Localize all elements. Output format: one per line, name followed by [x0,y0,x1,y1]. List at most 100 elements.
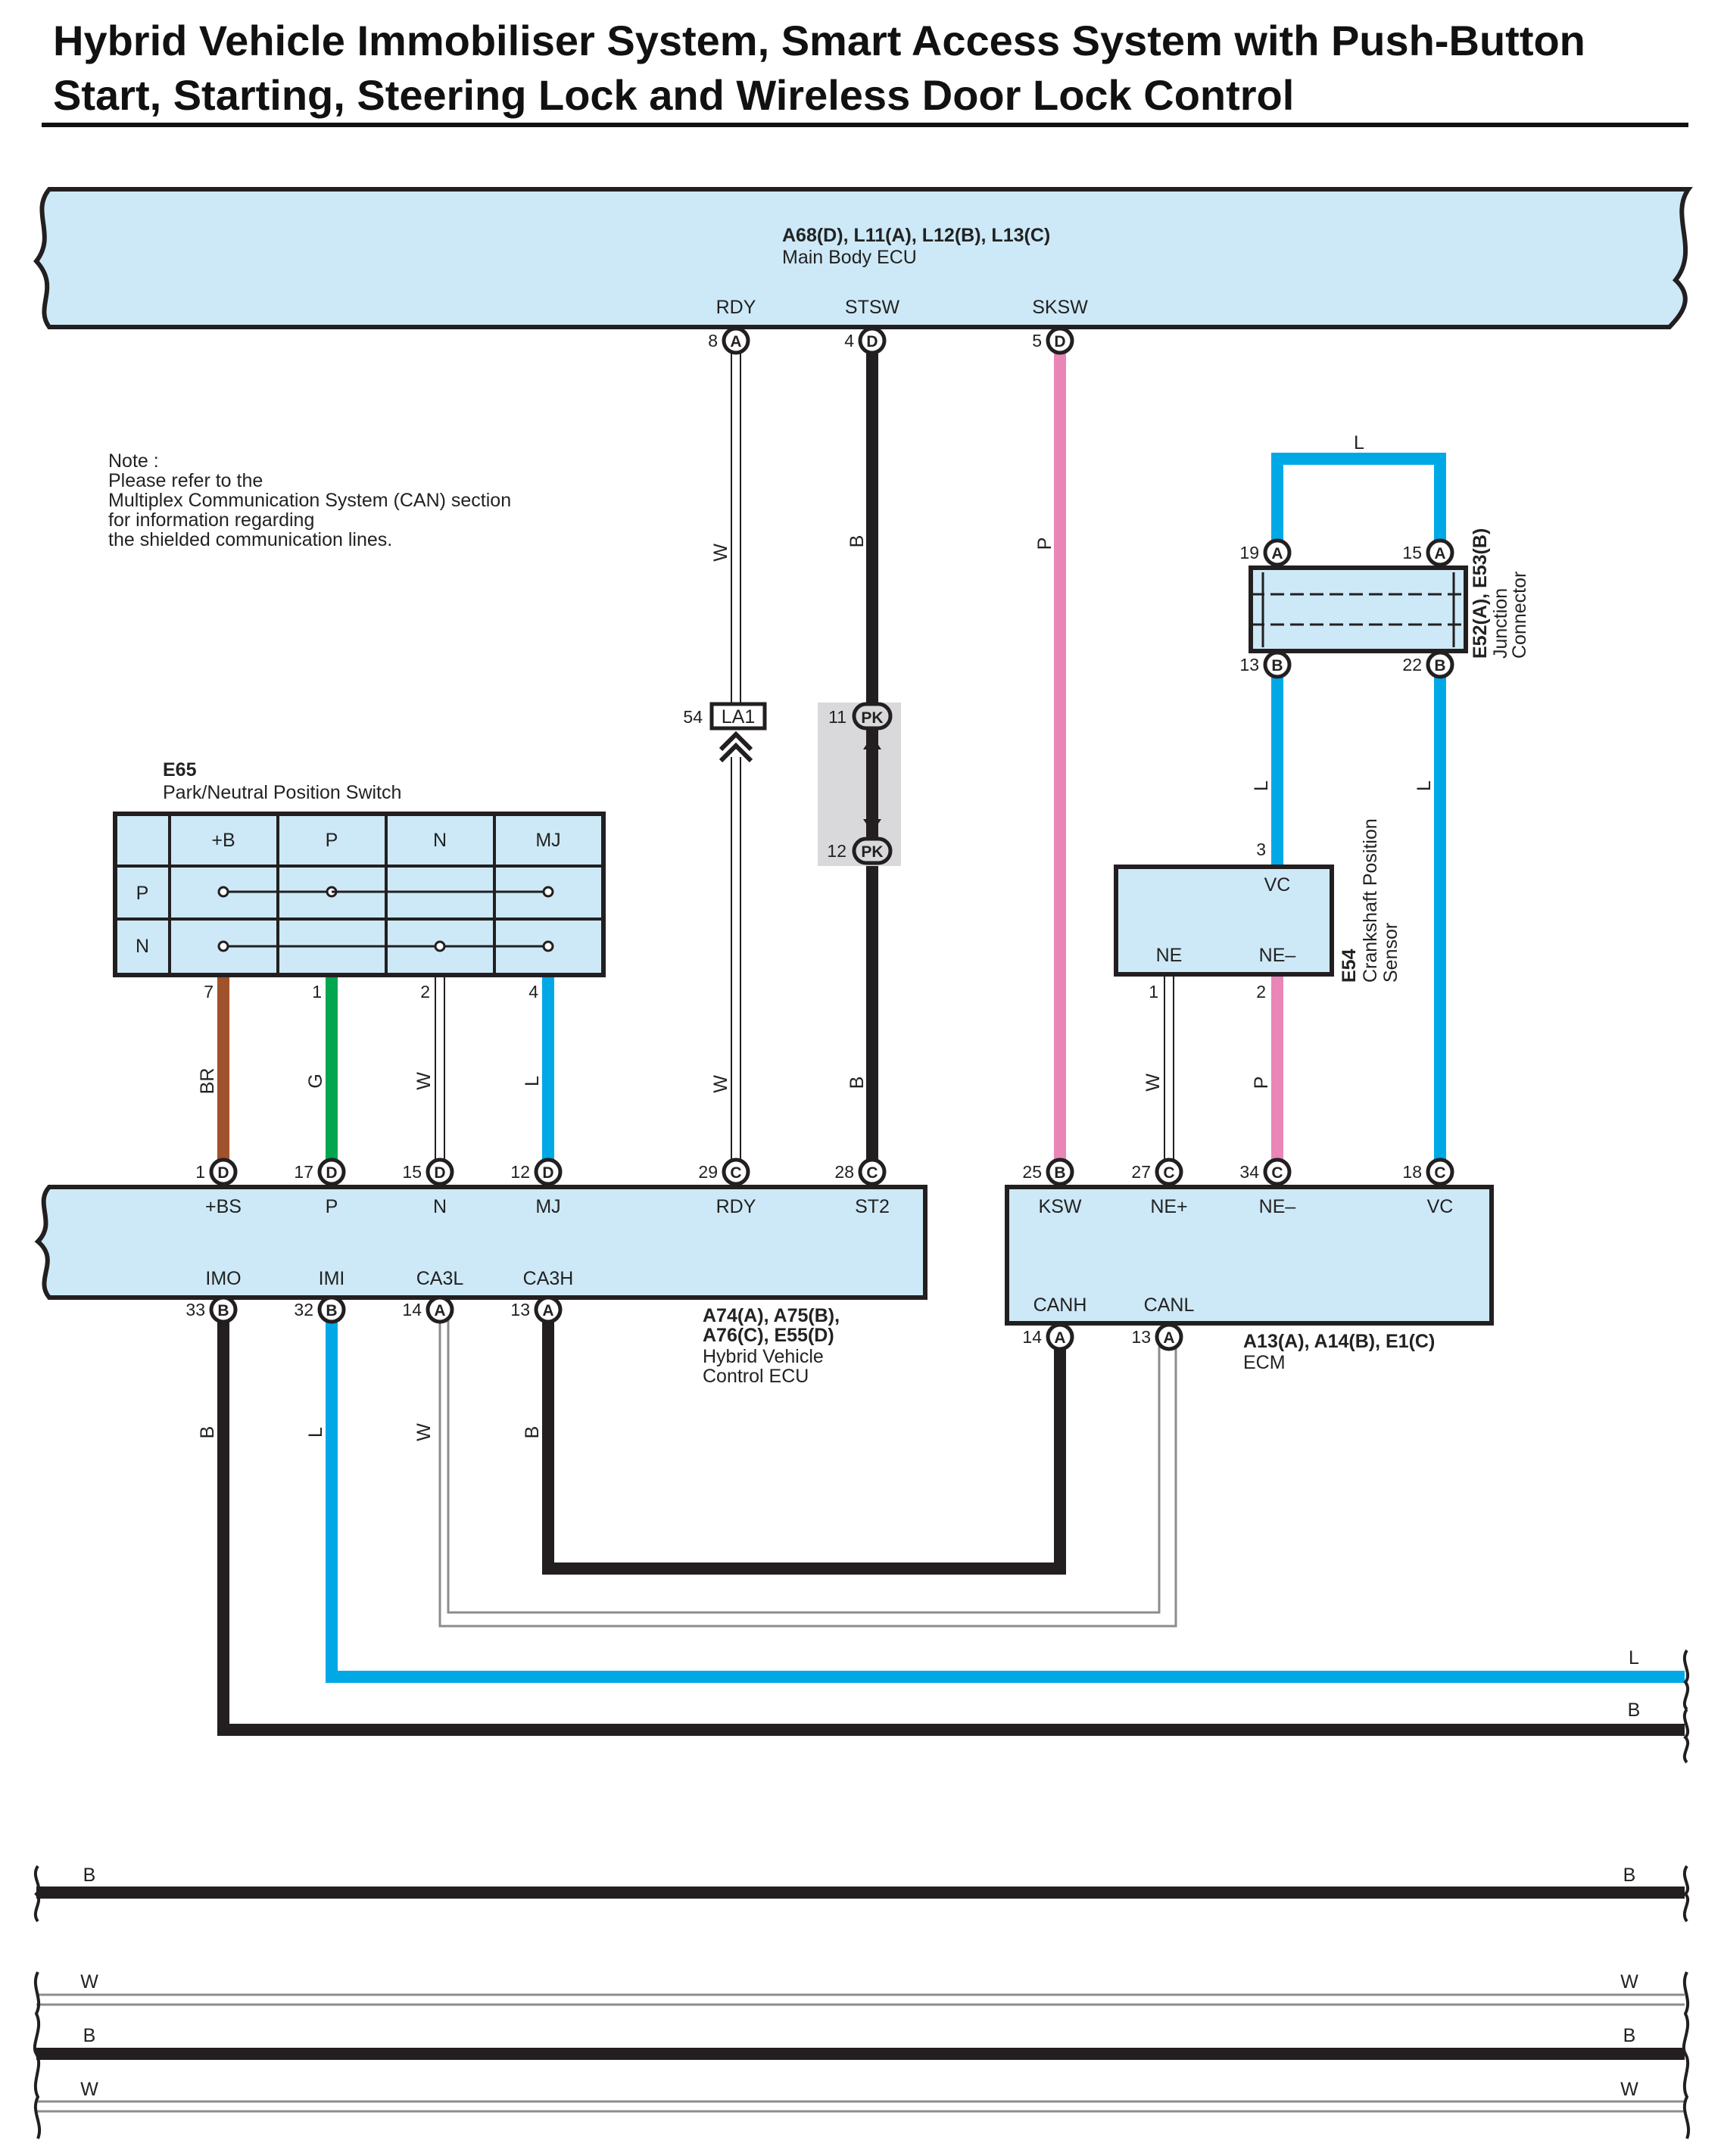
pin-jc-13b-letter: B [1271,657,1283,675]
pin-jc-15a-number: 15 [1402,543,1422,562]
pin-hv-p: D17 [294,1157,346,1186]
pin-hv-st2: C28 [834,1157,887,1186]
pin-ecm-canh-circle [1046,1323,1074,1351]
pin-hv-bs-letter: D [217,1164,229,1182]
la1-num: 54 [683,707,703,727]
hv-term-ca3h: CA3H [523,1268,574,1289]
pin-hv-st2-circle [858,1157,887,1186]
wire-imo [217,1310,1685,1736]
pin-jc-19a: A 19 [1239,538,1292,567]
bus-label-w1-right: W [1620,1971,1638,1992]
bus-label-b-right: B [1623,1865,1636,1886]
note-line-5: the shielded communication lines. [108,529,392,550]
pin-hv-rdy-number: 29 [698,1162,718,1182]
crank-name-1: Crankshaft Position [1360,818,1381,983]
junction-top-wire-label: L [1354,432,1364,453]
wl-imi: L [305,1427,326,1438]
crank-vc-label: VC [1264,874,1291,896]
title-line-1: Hybrid Vehicle Immobiliser System, Smart… [53,17,1585,64]
pin-hv-mj-circle [534,1157,563,1186]
main-body-ecu: A68(D), L11(A), L12(B), L13(C) Main Body… [33,187,1693,329]
pin-ecm-neplus-number: 27 [1131,1162,1151,1182]
ecm-name: ECM [1243,1352,1286,1373]
ecm-term-vc: VC [1427,1196,1454,1217]
crank-code: E54 [1339,949,1360,983]
pin-hv-mj: D12 [510,1157,563,1186]
hv-name-1: Hybrid Vehicle [703,1346,824,1367]
pin-hv-bs-number: 1 [195,1162,205,1182]
pns-row-p-contacts [217,886,554,898]
mbe-term-stsw: STSW [845,297,900,318]
bus-label-w2-left: W [80,2079,98,2100]
wl-cont-l: L [1629,1647,1639,1668]
wl-crank-ne: W [1143,1073,1164,1092]
mbe-term-rdy: RDY [716,297,756,318]
pin-hv-ca3h-circle [534,1295,563,1324]
pin-hv-rdy: C29 [698,1157,750,1186]
pin-ecm-vc-letter: C [1434,1164,1445,1182]
pin-ecm-canh: A 14 [1022,1323,1074,1351]
pin-mbe-sksw-circle [1046,326,1074,355]
pin-jc-19a-letter: A [1271,545,1283,562]
wl-cont-b: B [1628,1700,1641,1721]
hv-name-2: Control ECU [703,1366,809,1387]
ecm-codes: A13(A), A14(B), E1(C) [1243,1331,1435,1352]
pns-row-p: P [136,883,149,904]
pin-hv-mj-number: 12 [510,1162,530,1182]
bus-label-b2-right: B [1623,2025,1636,2046]
pin-ecm-ksw: B25 [1022,1157,1074,1186]
wire-labels: W B P W B BR G W L L L W P B L W B L B [197,535,1640,1721]
ecm-term-neminus: NE– [1259,1196,1296,1217]
pin-mbe-stsw-circle [858,326,887,355]
bus-label-b2-left: B [83,2025,96,2046]
pin-jc-13b-number: 13 [1239,655,1259,675]
pin-ecm-canh-letter: A [1054,1329,1065,1347]
pin-mbe-rdy-circle [722,326,750,355]
junction-connector: E52(A), E53(B) Junction Connector L [1249,432,1530,659]
pk-top-letter: PK [861,709,883,727]
la1-label: LA1 [722,706,755,727]
bus-label-b-left: B [83,1865,96,1886]
pin-jc-19a-number: 19 [1239,543,1259,562]
junction-box [1249,565,1468,653]
pin-mbe-stsw-number: 4 [844,331,854,351]
pin-mbe-stsw: D4 [844,326,887,355]
pin-mbe-rdy: A8 [708,326,750,355]
pin-ecm-ksw-letter: B [1054,1164,1065,1182]
pns-col-p: P [326,830,338,851]
pns-pin-bs: 7 [204,982,214,1002]
pin-ecm-canh-number: 14 [1022,1327,1042,1347]
pin-hv-bs-circle [209,1157,238,1186]
pin-jc-22b: B22 [1402,650,1454,679]
hv-ecu-box [34,1185,927,1300]
pin-hv-st2-number: 28 [834,1162,854,1182]
pin-ecm-vc-circle [1426,1157,1454,1186]
pin-ecm-canl-number: 13 [1131,1327,1151,1347]
main-body-ecu-box [33,187,1693,329]
note: Note : Please refer to the Multiplex Com… [108,450,511,550]
wl-pns-n: W [413,1072,435,1090]
hv-term-bs: +BS [205,1196,242,1217]
pin-ecm-vc-number: 18 [1402,1162,1422,1182]
wl-rdy-upper: W [710,544,731,562]
pin-hv-imi-circle [317,1295,346,1324]
wl-stsw-upper: B [846,535,868,548]
crank-ne-label: NE [1156,945,1183,966]
junction-name-1: Junction [1490,588,1511,659]
pns-table [113,812,606,977]
pin-jc-15a-letter: A [1434,545,1445,562]
note-line-4: for information regarding [108,509,314,531]
pns-col-n: N [433,830,447,851]
bottom-bus: B B W W B B W W [33,1865,1691,2139]
title-underline [42,123,1688,127]
pin-hv-imi-number: 32 [294,1300,313,1319]
ecm-term-neplus: NE+ [1150,1196,1187,1217]
hv-term-n: N [433,1196,447,1217]
pin-jc-13b-circle [1263,650,1292,679]
connector-la1: LA1 54 [683,702,767,763]
pns-pin-n: 2 [420,982,430,1002]
connector-pk: PK 11 PK 12 [818,702,901,866]
wl-stsw-lower: B [846,1076,868,1089]
pin-ecm-neplus-circle [1155,1157,1183,1186]
